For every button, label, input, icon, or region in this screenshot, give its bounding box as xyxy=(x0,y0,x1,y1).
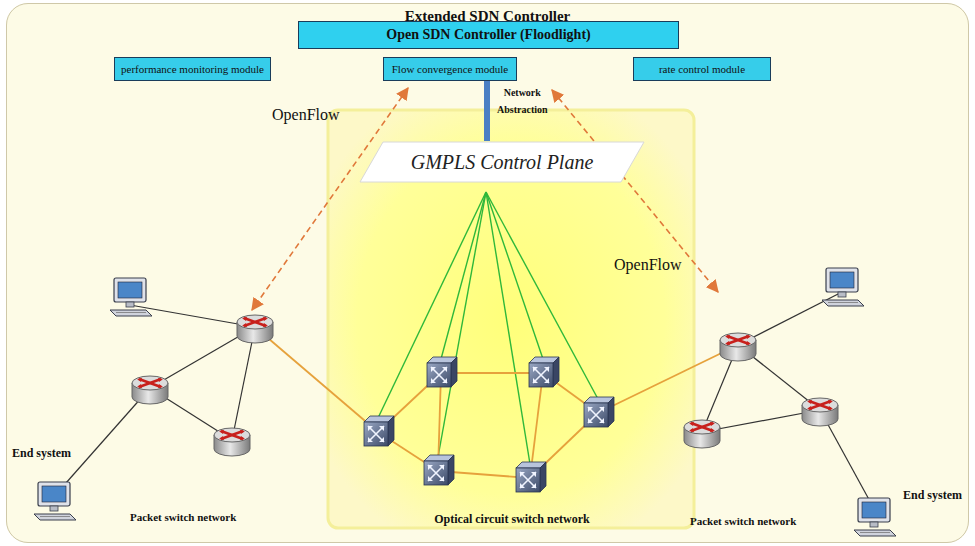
optical-region: GMPLS Control PlaneOptical circuit switc… xyxy=(329,111,695,529)
controller-panel xyxy=(6,3,969,543)
controller-box-text: Open SDN Controller (Floodlight) xyxy=(386,27,590,43)
module-box-text: rate control module xyxy=(659,63,745,75)
drawing-part xyxy=(252,88,408,310)
drawing-part xyxy=(598,345,738,413)
module-box-text: performance monitoring module xyxy=(121,63,264,75)
module-box: rate control module xyxy=(633,57,771,81)
optical-switch xyxy=(516,462,546,492)
router-icon xyxy=(802,398,838,426)
drawing-part xyxy=(486,192,530,464)
drawing-part xyxy=(232,327,255,440)
controller-panel: Open SDN Controller (Floodlight) performa… xyxy=(6,3,969,543)
drawing-part xyxy=(58,388,150,492)
network-label: Packet switch network xyxy=(690,515,796,527)
protocol-label: OpenFlow xyxy=(614,256,682,274)
router-icon xyxy=(684,420,720,448)
drawing-part xyxy=(486,192,543,359)
plane-shape xyxy=(360,142,644,182)
computer-icon xyxy=(110,278,152,316)
drawing-part xyxy=(441,192,486,359)
optical-switch xyxy=(529,357,559,387)
packet-links xyxy=(58,292,872,505)
control-plane: GMPLS Control Plane xyxy=(359,141,645,183)
end-system-label: End system xyxy=(12,446,71,461)
router-icon xyxy=(214,428,250,456)
module-box-text: Flow convergence module xyxy=(392,63,509,75)
control-links xyxy=(378,192,598,464)
optical-switch xyxy=(364,416,394,446)
drawing-part xyxy=(552,90,718,292)
network-label: Packet switch network xyxy=(130,511,236,523)
control-plane-text: GMPLS Control Plane xyxy=(411,151,594,174)
abstraction-bar xyxy=(484,81,490,141)
optical-switch xyxy=(584,397,614,427)
drawing-part xyxy=(255,327,378,432)
router-icon xyxy=(720,333,756,361)
end-system-label: End system xyxy=(903,488,962,503)
module-box: Flow convergence module xyxy=(383,57,517,81)
optical-region-text: Optical circuit switch network xyxy=(329,512,695,527)
controller-box: Open SDN Controller (Floodlight) xyxy=(298,21,679,49)
computer-icon xyxy=(854,498,896,536)
router-icon xyxy=(237,315,273,343)
routers xyxy=(132,315,838,456)
protocol-label: OpenFlow xyxy=(272,106,340,124)
controller-panel-text: Extended SDN Controller xyxy=(7,8,968,25)
module-box: performance monitoring module xyxy=(114,57,271,81)
optical-switches xyxy=(364,357,614,492)
interface-label: Network Abstraction xyxy=(497,84,548,118)
drawing-part xyxy=(378,192,486,418)
optical-switch xyxy=(424,455,454,485)
optical-region-glow xyxy=(328,110,694,528)
end-systems xyxy=(34,268,896,536)
router-icon xyxy=(132,376,168,404)
computer-icon xyxy=(34,482,76,520)
drawing-part xyxy=(438,192,486,457)
optical-switch xyxy=(427,357,457,387)
computer-icon xyxy=(822,268,864,306)
optical-links xyxy=(255,327,738,478)
